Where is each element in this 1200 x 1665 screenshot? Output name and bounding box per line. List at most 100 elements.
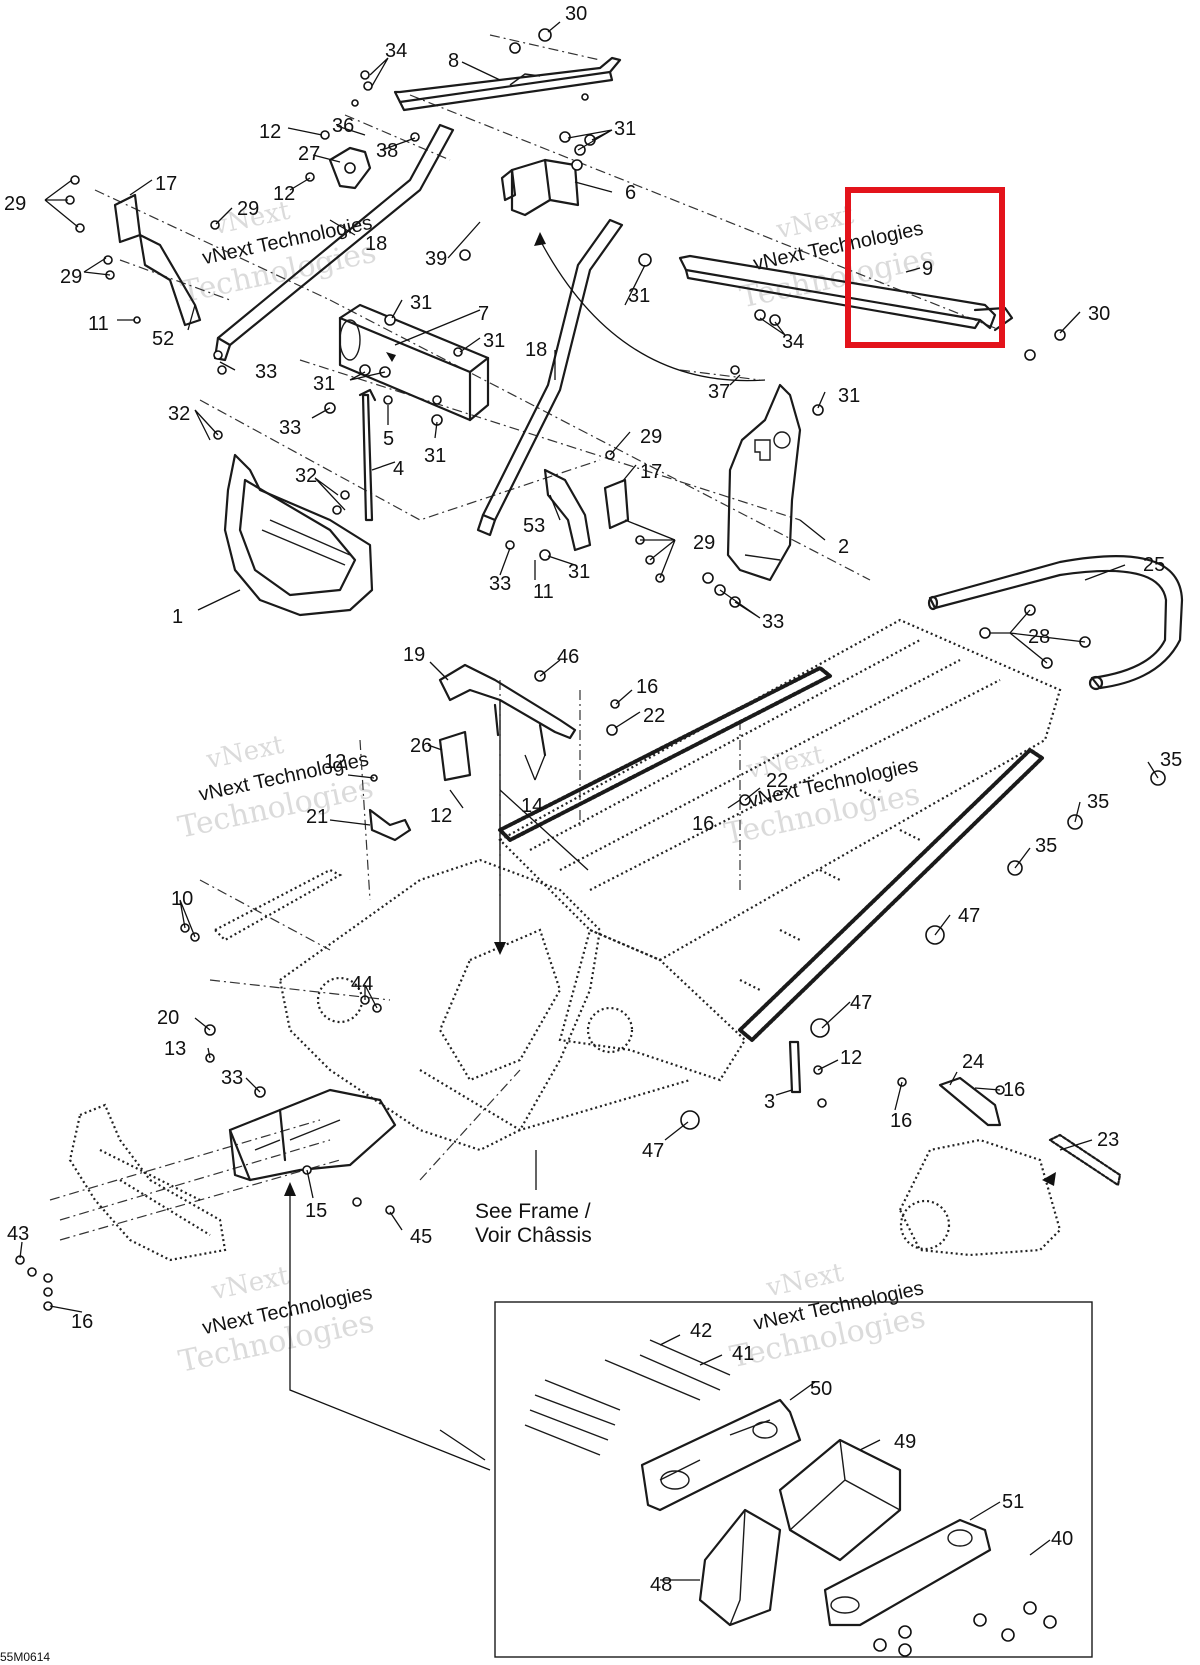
part-8-cross-bar <box>393 56 622 112</box>
callout-24: 24 <box>962 1051 984 1073</box>
part-52-bracket <box>138 233 202 327</box>
part-23-strip <box>1048 1133 1122 1187</box>
part-27-plate <box>328 146 372 190</box>
part-21-bracket <box>368 808 412 842</box>
callout-12: 12 <box>273 183 295 205</box>
callout-17: 17 <box>155 173 177 195</box>
callout-1: 1 <box>172 606 183 628</box>
callout-36: 36 <box>332 115 354 137</box>
callout-17: 17 <box>640 461 662 483</box>
assembly-arrows <box>284 232 1056 1196</box>
callout-33: 33 <box>762 611 784 633</box>
callout-40: 40 <box>1051 1528 1073 1550</box>
part-4-rod <box>358 388 377 522</box>
part-53-bracket <box>543 468 592 552</box>
tunnel-frame <box>278 618 1062 1152</box>
part-33-mount <box>228 1088 397 1182</box>
part-3-link <box>788 1040 802 1094</box>
callout-25: 25 <box>1143 554 1165 576</box>
callout-28: 28 <box>1028 626 1050 648</box>
part-7-cross-tube <box>338 303 490 422</box>
callout-5: 5 <box>383 428 394 450</box>
callout-35: 35 <box>1160 749 1182 771</box>
callout-12: 12 <box>259 121 281 143</box>
callout-47: 47 <box>850 992 872 1014</box>
callout-29: 29 <box>60 266 82 288</box>
callout-labels: 30 34 8 31 12 36 27 38 12 6 29 17 29 18 … <box>4 3 1182 1596</box>
callout-31: 31 <box>424 445 446 467</box>
callout-16: 16 <box>692 813 714 835</box>
callout-29: 29 <box>693 532 715 554</box>
callout-34: 34 <box>385 40 407 62</box>
callout-31: 31 <box>568 561 590 583</box>
callout-21: 21 <box>306 806 328 828</box>
callout-31: 31 <box>483 330 505 352</box>
watermark-mid-right: vNext vNext Technologies Technologies <box>721 740 922 853</box>
callout-51: 51 <box>1002 1491 1024 1513</box>
callout-16: 16 <box>890 1110 912 1132</box>
front-suspension-frame <box>68 1103 227 1262</box>
part-19-bracket <box>438 663 577 757</box>
callout-34: 34 <box>782 331 804 353</box>
callout-35: 35 <box>1087 791 1109 813</box>
callout-12: 12 <box>840 1047 862 1069</box>
callout-12: 12 <box>430 805 452 827</box>
callout-22: 22 <box>766 770 788 792</box>
part-26-gusset <box>438 730 472 782</box>
callout-3: 3 <box>764 1091 775 1113</box>
callout-16: 16 <box>1003 1079 1025 1101</box>
callout-39: 39 <box>425 248 447 270</box>
callout-29: 29 <box>640 426 662 448</box>
callout-31: 31 <box>614 118 636 140</box>
callout-46: 46 <box>557 646 579 668</box>
callout-31: 31 <box>313 373 335 395</box>
part-18-column-lower <box>476 218 624 537</box>
callout-4: 4 <box>393 458 404 480</box>
callout-23: 23 <box>1097 1129 1119 1151</box>
callout-43: 43 <box>7 1223 29 1245</box>
callout-52: 52 <box>152 328 174 350</box>
callout-49: 49 <box>894 1431 916 1453</box>
assembly-center-lines <box>49 34 1001 1241</box>
frame-note: See Frame / Voir Châssis <box>475 1200 592 1247</box>
callout-20: 20 <box>157 1007 179 1029</box>
part-6-bracket <box>500 158 580 217</box>
callout-2: 2 <box>838 536 849 558</box>
callout-30: 30 <box>1088 303 1110 325</box>
callout-48: 48 <box>650 1574 672 1596</box>
callout-47: 47 <box>642 1140 664 1162</box>
part-24-plate <box>938 1076 1002 1127</box>
callout-47: 47 <box>958 905 980 927</box>
callout-16: 16 <box>71 1311 93 1333</box>
part-1-front-frame <box>223 453 374 617</box>
part-17-left-bracket <box>113 193 142 244</box>
callout-33: 33 <box>279 417 301 439</box>
drawing-code: 55M0614 <box>0 1650 50 1664</box>
callout-38: 38 <box>376 140 398 162</box>
watermark-line1: vNext <box>208 1261 292 1307</box>
part-17-right-bracket <box>603 478 630 530</box>
callout-8: 8 <box>448 50 459 72</box>
watermark-top-right: vNext vNext Technologies Technologies <box>737 200 938 316</box>
callout-13: 13 <box>164 1038 186 1060</box>
callout-26: 26 <box>410 735 432 757</box>
callout-leaders <box>19 21 1159 1581</box>
part-25-handle <box>927 555 1184 691</box>
callout-11: 11 <box>533 581 554 603</box>
callout-31: 31 <box>628 285 650 307</box>
callout-50: 50 <box>810 1378 832 1400</box>
callout-27: 27 <box>298 143 320 165</box>
callout-41: 41 <box>732 1343 754 1365</box>
callout-30: 30 <box>565 3 587 25</box>
part-2-side-plate <box>726 383 802 582</box>
callout-42: 42 <box>690 1320 712 1342</box>
callout-12: 12 <box>324 751 346 773</box>
callout-6: 6 <box>625 182 636 204</box>
callout-29: 29 <box>4 193 26 215</box>
callout-33: 33 <box>255 361 277 383</box>
frame-note-line2: Voir Châssis <box>475 1224 592 1247</box>
callout-10: 10 <box>171 888 193 910</box>
callout-7: 7 <box>478 303 489 325</box>
callout-11: 11 <box>88 313 109 335</box>
